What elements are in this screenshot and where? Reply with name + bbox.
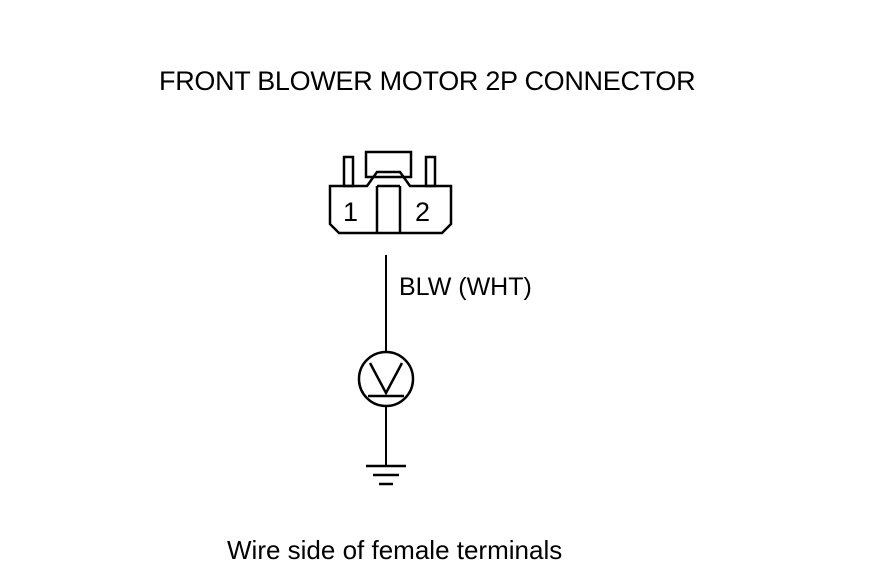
right-terminal-tab (424, 155, 437, 188)
wire-label: BLW (WHT) (399, 273, 532, 301)
lock-tab (364, 150, 413, 179)
connector-2p (328, 150, 453, 235)
diagram-caption: Wire side of female terminals (227, 535, 563, 565)
diagram-title: FRONT BLOWER MOTOR 2P CONNECTOR (159, 66, 696, 96)
ground-icon (366, 464, 406, 486)
pin-label-2: 2 (415, 197, 430, 227)
left-terminal-tab (342, 155, 355, 188)
voltmeter-icon (357, 350, 415, 408)
connector-housing (328, 170, 453, 235)
pin-label-1: 1 (343, 197, 358, 227)
